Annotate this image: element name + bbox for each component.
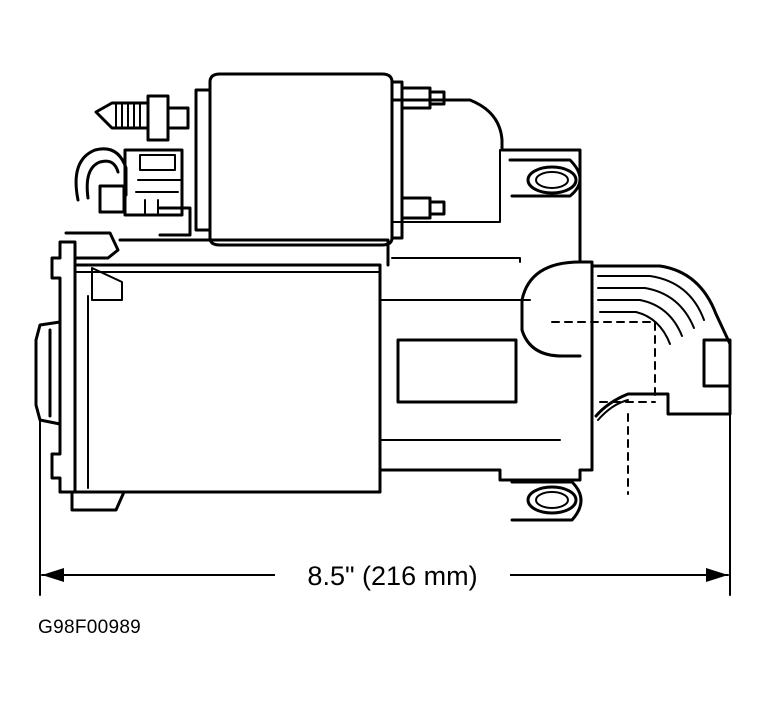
nameplate	[396, 338, 518, 404]
nose-tip	[702, 338, 732, 388]
upper-mount-hole-inner	[535, 171, 569, 189]
pinion-lines	[591, 329, 629, 471]
right-terminal-bottom	[400, 196, 446, 220]
motor-clamp	[91, 267, 123, 301]
lower-mount-ear	[510, 480, 583, 522]
solenoid-bracket	[118, 238, 390, 267]
wire-loop-inner	[85, 159, 120, 200]
small-nut	[98, 184, 126, 214]
figure-id: G98F00989	[38, 617, 142, 638]
drive-housing	[378, 98, 732, 522]
terminal-block-detail	[135, 154, 181, 214]
terminal-block	[123, 148, 184, 217]
motor-housing	[34, 231, 382, 512]
stud-threads	[115, 103, 141, 128]
dimension-line	[39, 409, 731, 596]
stud-washer	[166, 106, 190, 130]
lower-mount-hole	[526, 485, 578, 515]
solenoid	[74, 72, 446, 267]
right-terminal-top	[400, 86, 446, 110]
solenoid-cap-left	[194, 88, 212, 232]
arrowhead-right	[706, 568, 728, 582]
end-cap	[50, 240, 77, 494]
overall-length-label: 8.5" (216 mm)	[275, 556, 510, 596]
wire-loop	[74, 147, 128, 202]
solenoid-body	[208, 72, 394, 247]
end-cap-bracket-top	[64, 231, 120, 260]
nose-cavity	[520, 260, 582, 358]
end-cap-bracket-bottom	[70, 490, 126, 512]
solenoid-cap-right	[390, 80, 404, 240]
stud-nut	[146, 94, 170, 142]
lower-mount-hole-inner	[535, 491, 569, 509]
upper-mount-ear	[508, 158, 582, 198]
nose-guard-lines	[597, 275, 705, 345]
drive-housing-inner	[379, 149, 561, 471]
arrowhead-left	[42, 568, 64, 582]
pinion-travel	[551, 321, 656, 495]
upper-mount-hole	[526, 165, 578, 195]
bracket-lower	[158, 206, 192, 237]
end-cap-hub	[34, 320, 62, 426]
drive-housing-outline	[378, 98, 594, 482]
